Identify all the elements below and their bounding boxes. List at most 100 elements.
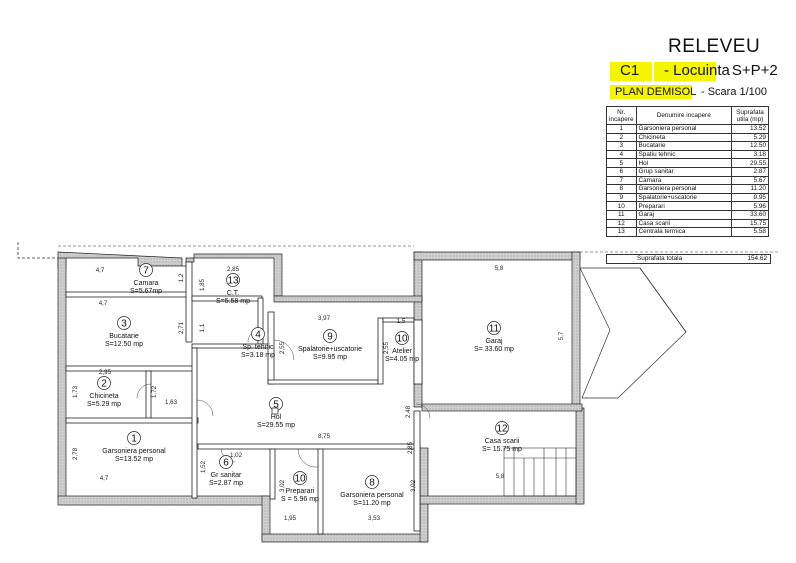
plan-line: PLAN DEMISOL - Scara 1/100 [612,86,767,98]
total-row: Suprafata totala 154.62 [606,254,771,264]
room-label: 13C.T.S=5.58 mp [216,273,250,305]
dimension-label: 2,95 [99,369,112,376]
room-area: S=9.95 mp [313,354,347,361]
room-number-circle [487,321,501,335]
dimension-label: 3,53 [368,515,381,522]
room-num: 12 [496,424,508,435]
room-name: Garaj [485,338,503,345]
room-name: Preparari [286,488,315,495]
dimension-label: 4,7 [99,300,108,307]
dimension-label: 1,1 [199,323,206,332]
room-number-circle [97,376,111,390]
dimension-label: 2,71 [178,321,185,334]
dimension-label: 2,55 [383,341,390,354]
room-name: Gr sanitar [211,472,242,479]
dimension-label: 4,7 [100,475,109,482]
room-area: S=5.29 mp [87,401,121,408]
dimension-label: 5,8 [495,265,504,272]
table-cell-name: Centrala termica [635,227,733,237]
room-number-circle [365,475,379,489]
room-name: C.T. [227,290,240,297]
room-area: S=3.18 mp [241,352,275,359]
room-number-circle [495,421,509,435]
drawing-title: RELEVEU [668,36,761,57]
room-num: 8 [369,478,375,489]
room-name: Sp. tehnic [242,344,274,351]
room-num: 5 [273,400,279,411]
dimension-label: 5,8 [496,473,505,480]
room-area: S=2.87 mp [209,480,243,487]
rooms-table: Nr. incapere Denumire incapere Suprafata… [606,106,769,237]
room-num: 2 [101,379,107,390]
room-area: S=13.52 mp [115,456,153,463]
room-area: S=5.58 mp [216,298,250,305]
room-area: S = 5.96 mp [281,496,319,503]
dimension-label: 2,85 [407,441,414,454]
dimension-label: 1,52 [200,460,207,473]
room-name: Chicineta [89,393,118,400]
room-number-circle [226,273,240,287]
room-area: S=29.55 mp [257,422,295,429]
room-name: Garsoniera personal [340,492,404,499]
dimension-label: 3,97 [318,315,331,322]
room-number-circle [323,329,337,343]
highlight-building [654,62,716,81]
dimension-label: 3,02 [279,479,286,492]
room-area: S=12.50 mp [105,341,143,348]
room-area: S= 15.75 mp [482,446,522,453]
dimension-label: 1,73 [72,385,79,398]
room-name: Hol [271,414,282,421]
dimension-label: 1,63 [165,399,178,406]
col-name-header: Denumire incapere [635,106,733,125]
building-code: C1 [620,62,640,79]
dimension-label: 3,02 [410,479,417,492]
dimension-label: 5,7 [558,331,565,340]
room-num: 3 [121,319,127,330]
room-area: S= 33.60 mp [474,346,514,353]
highlight-code [610,62,652,81]
col-area-header: Suprafata utila (mp) [731,106,769,125]
room-name: Camara [134,280,159,287]
dimension-label: 2,78 [72,447,79,460]
dimension-label: 1,72 [151,385,158,398]
room-name: Spalatorie+uscatorie [298,346,362,353]
room-num: 4 [255,330,261,341]
garage-ramp [579,267,687,399]
total-value: 154.62 [747,255,767,262]
room-num: 13 [227,276,239,287]
outline-dashed [17,242,58,259]
plan-name: PLAN DEMISOL [615,86,697,98]
column-marker [271,407,279,415]
room-number-circle [251,327,265,341]
dimension-label: 1,5 [397,318,406,325]
room-name: Atelier [392,348,413,355]
room-area: S=5.67mp [130,288,162,295]
room-num: 1 [131,434,137,445]
room-area: S=11.20 mp [353,500,391,507]
room-number-circle [139,263,153,277]
room-num: 6 [223,458,229,469]
room-number-circle [117,316,131,330]
highlight-plan [610,85,692,99]
dimension-label: 2,55 [279,341,286,354]
total-label: Suprafata totala [637,255,683,262]
plan-scale: - Scara 1/100 [701,86,768,98]
dimension-label: 8,75 [318,433,331,440]
room-number-circle [127,431,141,445]
